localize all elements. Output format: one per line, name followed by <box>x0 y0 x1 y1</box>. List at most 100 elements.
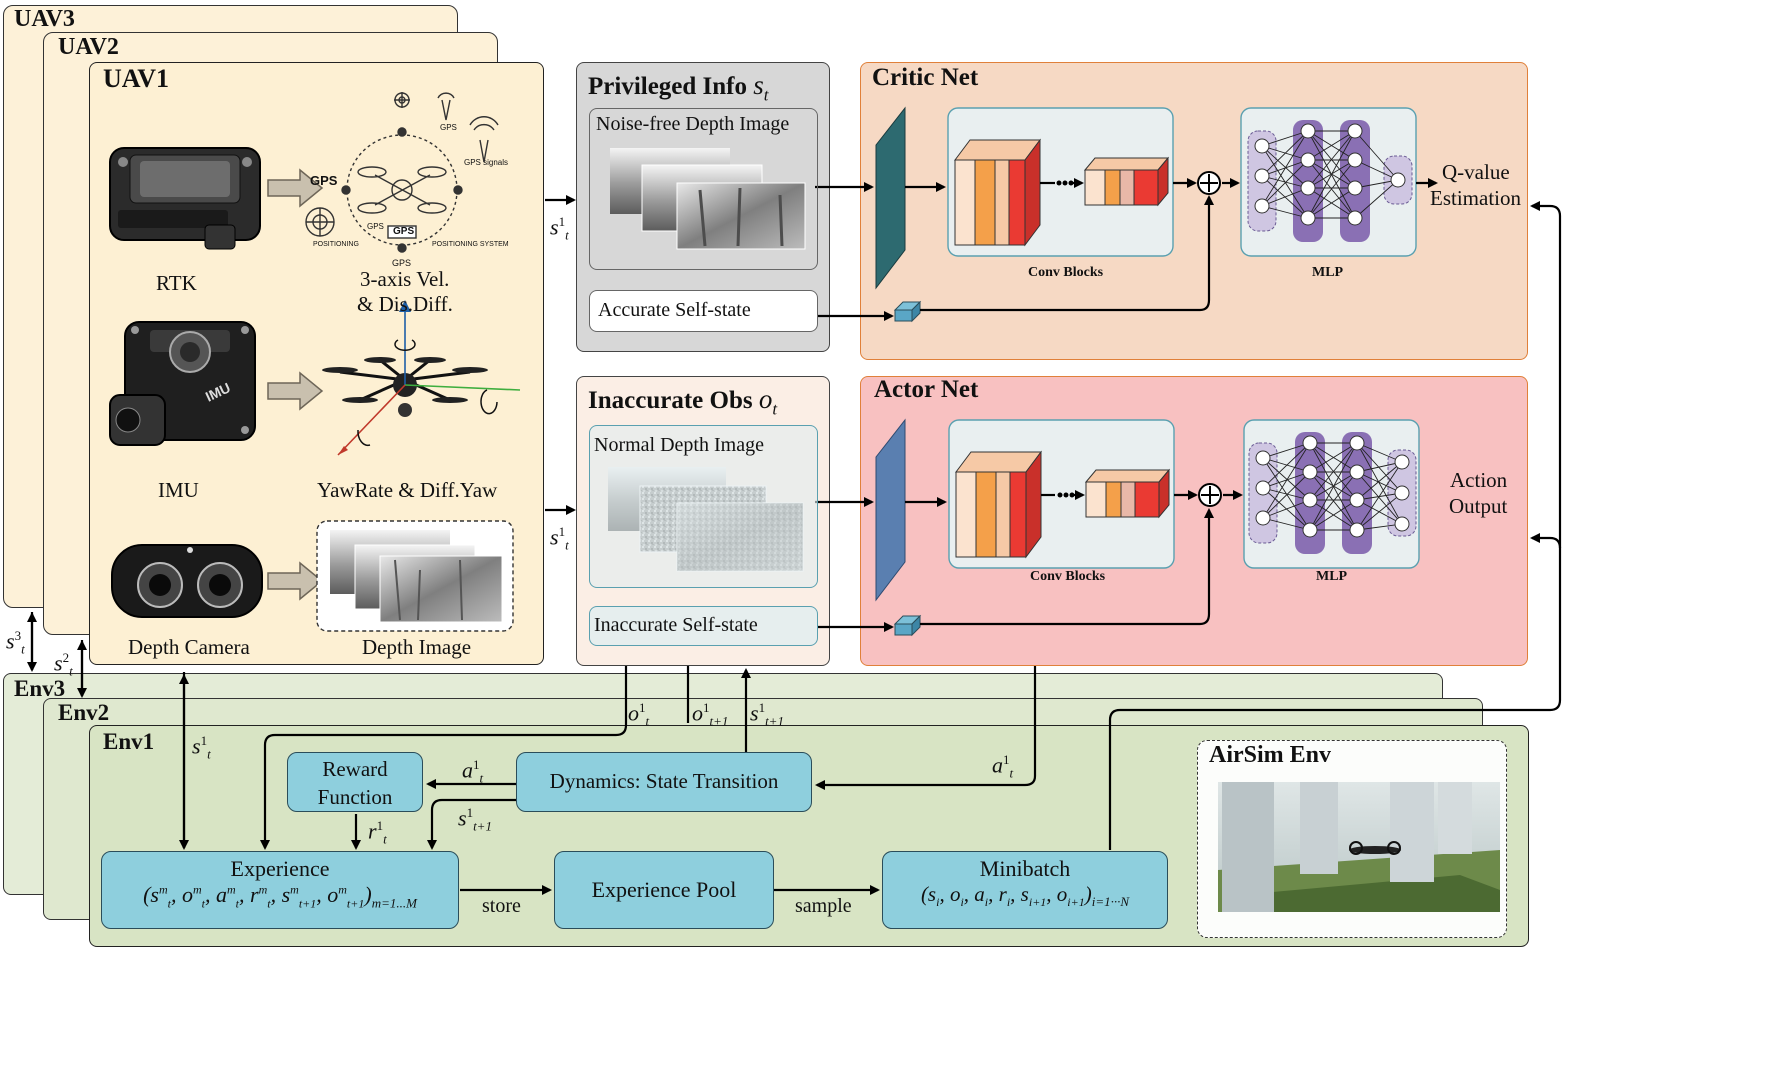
gps-label-4: GPS <box>393 226 415 237</box>
reward-function-box: Reward Function <box>287 752 423 812</box>
env2-label: Env2 <box>58 700 110 725</box>
yaw-label: YawRate & Diff.Yaw <box>317 478 498 502</box>
action-to-dynamics-arrow <box>815 666 1037 790</box>
accurate-state-box <box>589 290 818 332</box>
rtk-device-icon <box>109 147 261 250</box>
uav-depth-image-thumbnail <box>316 520 514 632</box>
minibatch-tuple: (si, oi, ai, ri, si+1, oi+1)i=1···N <box>920 882 1130 910</box>
gps-label-5: GPS <box>392 258 412 268</box>
depth-camera-icon <box>111 544 263 618</box>
gps-label-3: GPS <box>367 222 384 231</box>
flow-a-t1-reward: a1t <box>462 757 484 786</box>
positioning-label: POSITIONING <box>313 241 359 248</box>
actor-mlp-box <box>1243 419 1420 569</box>
inaccurate-title-text: Inaccurate Obs <box>588 387 753 414</box>
flow-o-t1: o1t <box>628 700 650 729</box>
gps-signals-label: GPS signals <box>464 158 509 167</box>
reward-line1: Reward <box>322 757 388 781</box>
critic-mlp-label: MLP <box>1312 265 1344 280</box>
flow-s-t2: s2t <box>54 650 73 679</box>
actor-output-line2: Output <box>1449 494 1508 518</box>
critic-mlp-network <box>1247 120 1413 242</box>
critic-conv-label: Conv Blocks <box>1028 265 1104 280</box>
noise-free-depth-images <box>610 148 806 250</box>
critic-title: Critic Net <box>872 64 979 91</box>
actor-input-plate <box>875 418 906 602</box>
privileged-title-text: Privileged Info <box>588 73 748 100</box>
rtk-to-gps-arrow-icon <box>267 168 324 208</box>
uav2-label: UAV2 <box>58 34 119 60</box>
privileged-title: Privileged Info st <box>588 70 769 105</box>
normal-depth-box <box>589 425 818 588</box>
depth-camera-label: Depth Camera <box>128 635 250 659</box>
store-label: store <box>482 895 521 917</box>
vel-label-line1: 3-axis Vel. <box>360 267 450 291</box>
critic-conv-blocks <box>954 138 1170 247</box>
obs-to-experience-arrow <box>260 666 628 850</box>
critic-state-cube-icon <box>893 300 922 323</box>
imu-device-icon <box>109 321 256 446</box>
actor-sum-icon <box>1198 483 1222 507</box>
actor-conv-blocks <box>955 450 1171 559</box>
flow-s-t1-next-reward: s1t+1 <box>458 805 492 834</box>
actor-title: Actor Net <box>874 376 979 403</box>
flow-o-t1-next: o1t+1 <box>692 700 729 729</box>
vel-label-line2: & Dis.Diff. <box>357 292 453 316</box>
env1-label: Env1 <box>103 729 155 754</box>
minibatch-to-critic-arrow <box>1530 201 1562 548</box>
gps-drone-icon <box>305 92 499 253</box>
actor-mlp-network <box>1248 432 1417 554</box>
critic-input-plate <box>875 106 906 290</box>
minibatch-title: Minibatch <box>979 856 1071 881</box>
actor-output-line1: Action <box>1450 468 1508 492</box>
env3-label: Env3 <box>14 676 66 701</box>
normal-depth-title: Normal Depth Image <box>594 434 764 456</box>
experience-box: Experience (smt, omt, amt, rmt, smt+1, o… <box>101 851 459 929</box>
dynamics-label: Dynamics: State Transition <box>549 769 779 793</box>
inaccurate-state-label: Inaccurate Self-state <box>594 614 758 636</box>
critic-output-line2: Estimation <box>1430 186 1521 210</box>
flow-s-t1-env: s1t <box>192 733 211 762</box>
airsim-label: AirSim Env <box>1209 742 1332 768</box>
depth-image-label: Depth Image <box>362 635 472 659</box>
airsim-env-box <box>1197 740 1507 938</box>
gps-label-1: GPS <box>310 173 338 188</box>
dynamics-box: Dynamics: State Transition <box>516 752 812 812</box>
noise-free-depth-title: Noise-free Depth Image <box>596 113 790 135</box>
flow-s-t1-privileged: s1t <box>550 214 569 243</box>
critic-sum-icon <box>1197 171 1221 195</box>
minibatch-to-actor-arrow <box>1108 533 1562 850</box>
rtk-label: RTK <box>156 271 197 295</box>
camera-to-depth-arrow-icon <box>267 561 324 601</box>
sample-label: sample <box>795 895 852 917</box>
experience-pool-box: Experience Pool <box>554 851 774 929</box>
reward-line2: Function <box>317 785 393 809</box>
flow-r-t1: r1t <box>368 818 387 847</box>
actor-conv-label: Conv Blocks <box>1030 569 1106 584</box>
imu-label: IMU <box>158 478 199 502</box>
gps-label-2: GPS <box>440 123 457 132</box>
uav3-label: UAV3 <box>14 6 75 32</box>
actor-state-cube-icon <box>893 614 922 637</box>
experience-pool-label: Experience Pool <box>591 877 737 902</box>
minibatch-box: Minibatch (si, oi, ai, ri, si+1, oi+1)i=… <box>882 851 1168 929</box>
accurate-state-label: Accurate Self-state <box>598 299 751 321</box>
inaccurate-symbol: ot <box>758 384 778 419</box>
flow-s-t1-next: s1t+1 <box>750 700 784 729</box>
flow-s-t3: s3t <box>6 628 25 657</box>
actor-mlp-label: MLP <box>1316 569 1348 584</box>
positioning-system-label: POSITIONING SYSTEM <box>432 241 509 248</box>
next-state-to-experience-arrow <box>427 798 517 850</box>
critic-output-line1: Q-value <box>1442 160 1510 184</box>
inaccurate-title: Inaccurate Obs ot <box>588 384 777 419</box>
flow-s-t1-inaccurate: s1t <box>550 524 569 553</box>
uav1-label: UAV1 <box>103 64 169 93</box>
experience-tuple: (smt, omt, amt, rmt, smt+1, omt+1)m=1...… <box>143 882 417 911</box>
hexacopter-icon <box>322 300 521 456</box>
flow-a-t1-actor: a1t <box>992 752 1014 781</box>
noise-free-depth-box <box>589 108 818 270</box>
inaccurate-state-box <box>589 606 818 646</box>
imu-to-drone-arrow-icon <box>267 371 324 411</box>
experience-title: Experience <box>230 856 330 881</box>
privileged-symbol: st <box>753 70 769 105</box>
